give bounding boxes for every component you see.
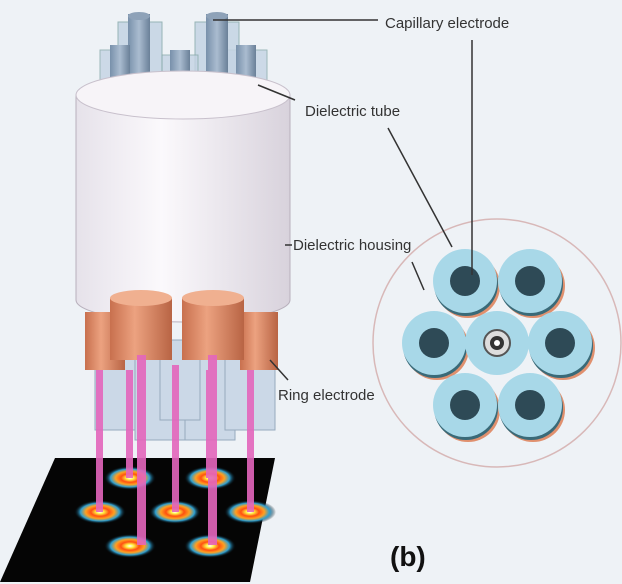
capillary-section: [450, 390, 480, 420]
label-ring-electrode: Ring electrode: [278, 387, 375, 404]
panel-label: (b): [390, 541, 426, 572]
capillary-section: [545, 328, 575, 358]
label-dielectric-tube: Dielectric tube: [305, 103, 400, 120]
capillary-section: [515, 266, 545, 296]
capillary-section: [419, 328, 449, 358]
dielectric-housing: [75, 70, 291, 323]
ring-electrodes: [85, 290, 278, 370]
cross-section-view: [372, 218, 622, 468]
capillary-section: [515, 390, 545, 420]
label-capillary-electrode: Capillary electrode: [385, 15, 509, 32]
plasma-jets: [96, 355, 254, 545]
capillary-section: [450, 266, 480, 296]
leader-lines: [213, 19, 473, 381]
label-dielectric-housing: Dielectric housing: [293, 237, 411, 254]
